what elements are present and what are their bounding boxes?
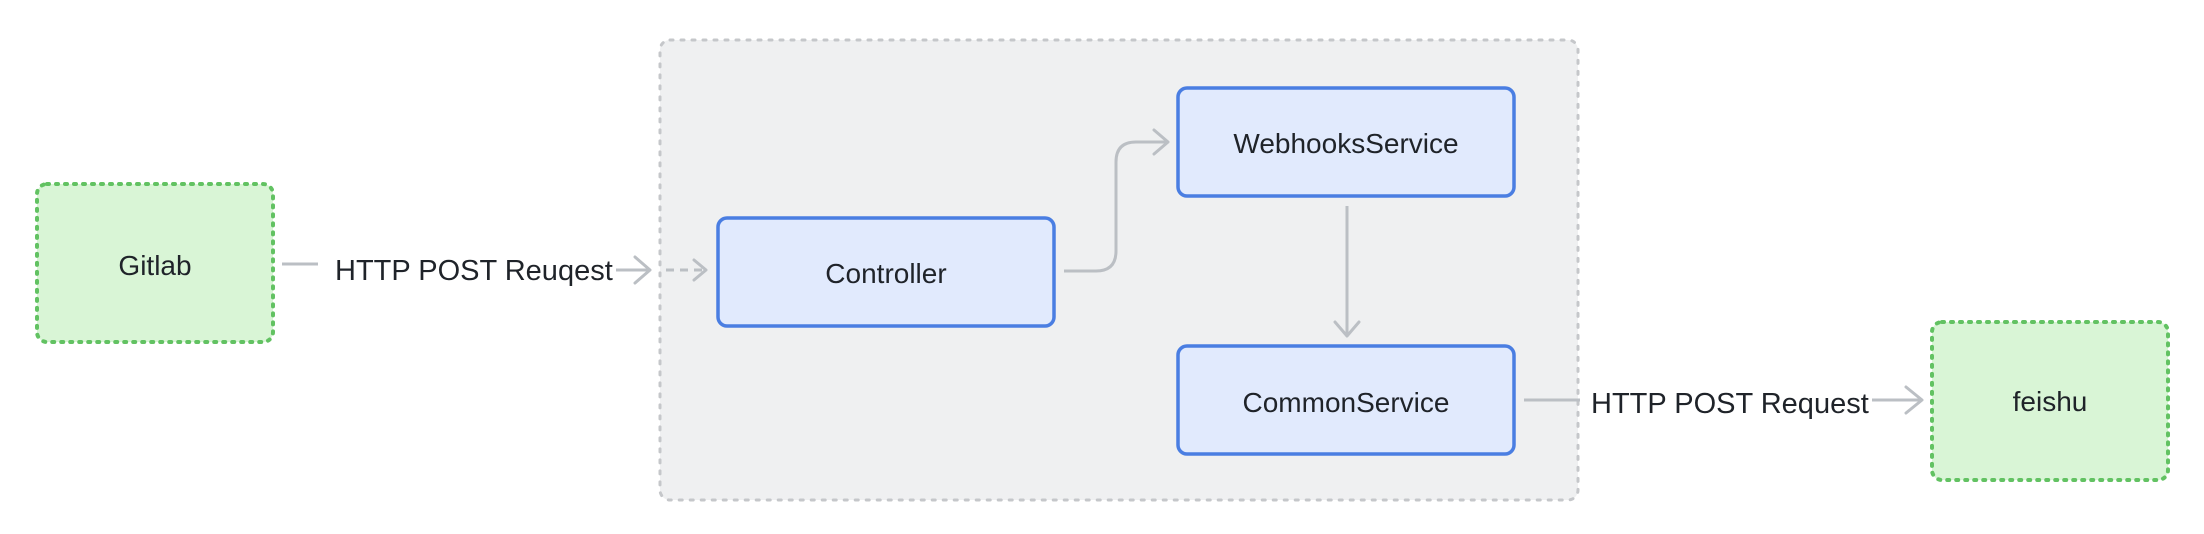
controller-node[interactable]: Controller <box>716 216 1056 328</box>
webhooks-service-node[interactable]: WebhooksService <box>1176 86 1516 198</box>
edge-controller-to-webhooks <box>1064 128 1170 273</box>
arrowhead-gitlab-label <box>633 255 652 285</box>
common-service-node[interactable]: CommonService <box>1176 344 1516 456</box>
gitlab-node[interactable]: Gitlab <box>35 182 275 344</box>
edge-webhooks-to-common <box>1333 206 1361 338</box>
controller-label: Controller <box>825 258 946 289</box>
edge-label-gitlab-to-controller: HTTP POST Reuqest <box>335 255 613 287</box>
webhooks-service-label: WebhooksService <box>1233 128 1458 159</box>
feishu-node[interactable]: feishu <box>1930 320 2170 482</box>
edge-gitlab-to-controller: HTTP POST Reuqest <box>282 255 708 287</box>
arrowhead-webhooks <box>1152 128 1170 156</box>
gitlab-label: Gitlab <box>118 250 191 281</box>
common-service-label: CommonService <box>1243 387 1450 418</box>
edge-common-to-feishu: HTTP POST Request <box>1524 385 1924 420</box>
arrowhead-common <box>1333 320 1361 338</box>
arrowhead-controller <box>692 258 708 282</box>
arrowhead-feishu <box>1904 385 1924 415</box>
edge-label-common-to-feishu: HTTP POST Request <box>1591 388 1869 420</box>
edge-line-controller-to-webhooks <box>1064 140 1166 273</box>
feishu-label: feishu <box>2013 386 2088 417</box>
